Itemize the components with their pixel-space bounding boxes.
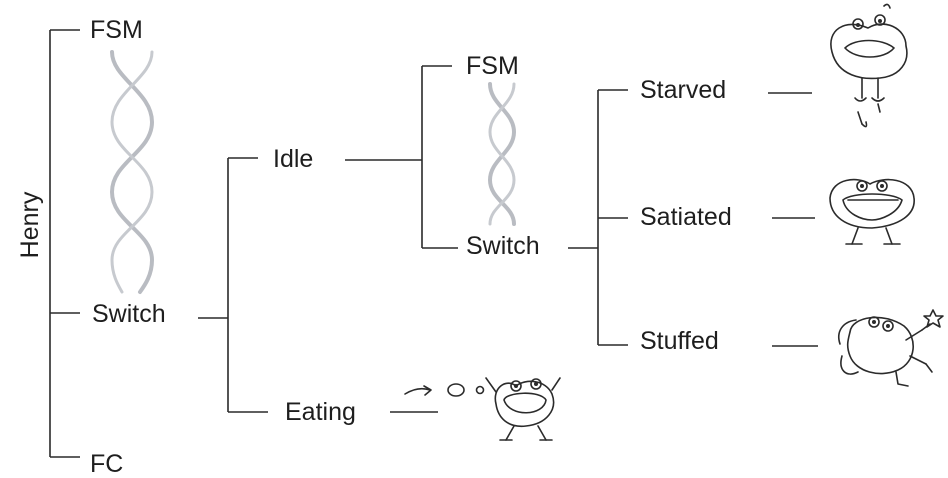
state-stuffed: Stuffed [640,327,719,355]
node-fc: FC [90,450,123,478]
braid-connector-small [487,82,517,226]
frog-satiated-icon [829,178,915,245]
node-idle-switch: Switch [466,232,540,260]
state-eating: Eating [285,398,356,426]
idle-switch-bracket [568,89,628,346]
frog-stuffed-icon [838,309,944,387]
node-fsm: FSM [90,16,143,44]
state-idle: Idle [273,145,313,173]
node-switch: Switch [92,300,166,328]
node-idle-fsm: FSM [466,52,519,80]
root-bracket [49,29,80,458]
switch-bracket [198,157,268,413]
thought-bubble-icon [404,383,485,397]
state-starved: Starved [640,76,726,104]
state-satiated: Satiated [640,203,732,231]
root-label-henry: Henry [16,191,44,258]
braid-connector-large [109,50,155,294]
idle-bracket [345,65,458,249]
frog-eating-icon [485,377,561,441]
frog-starved-icon [830,3,908,128]
